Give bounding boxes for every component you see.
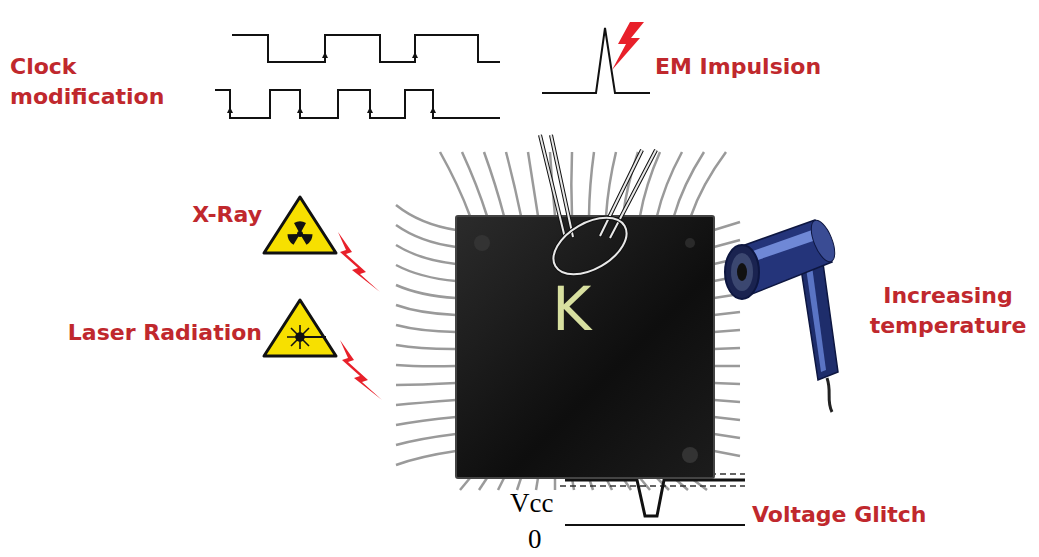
warning-triangle — [264, 197, 336, 253]
attack-label: EM Impulsion — [655, 52, 821, 82]
laser-symbol — [287, 325, 326, 349]
attack-label: Voltage Glitch — [752, 500, 927, 530]
ground-line — [565, 524, 745, 526]
signal-level: 0 — [528, 526, 542, 553]
attack-label: Laser Radiation — [68, 318, 262, 348]
em-pulse — [542, 28, 650, 93]
edge-arrows — [227, 52, 436, 113]
warning-triangle — [264, 300, 336, 356]
hair-dryer — [725, 217, 840, 412]
clock-wave — [232, 35, 500, 62]
signal-name: Vcc — [510, 490, 553, 517]
attack-label: Increasing temperature — [862, 281, 1034, 340]
attack-label: X-Ray — [192, 200, 262, 230]
lightning-bolt — [338, 232, 380, 292]
chip-body: K — [455, 215, 715, 479]
chip-marking: K — [552, 279, 591, 339]
attack-label: Clock modification — [10, 52, 185, 111]
vcc-signal — [565, 480, 745, 516]
clock-wave — [215, 90, 500, 118]
radiation-symbol — [286, 221, 314, 245]
lightning-bolt — [612, 22, 644, 70]
chip-pins — [396, 152, 740, 490]
lightning-bolt — [340, 340, 382, 400]
